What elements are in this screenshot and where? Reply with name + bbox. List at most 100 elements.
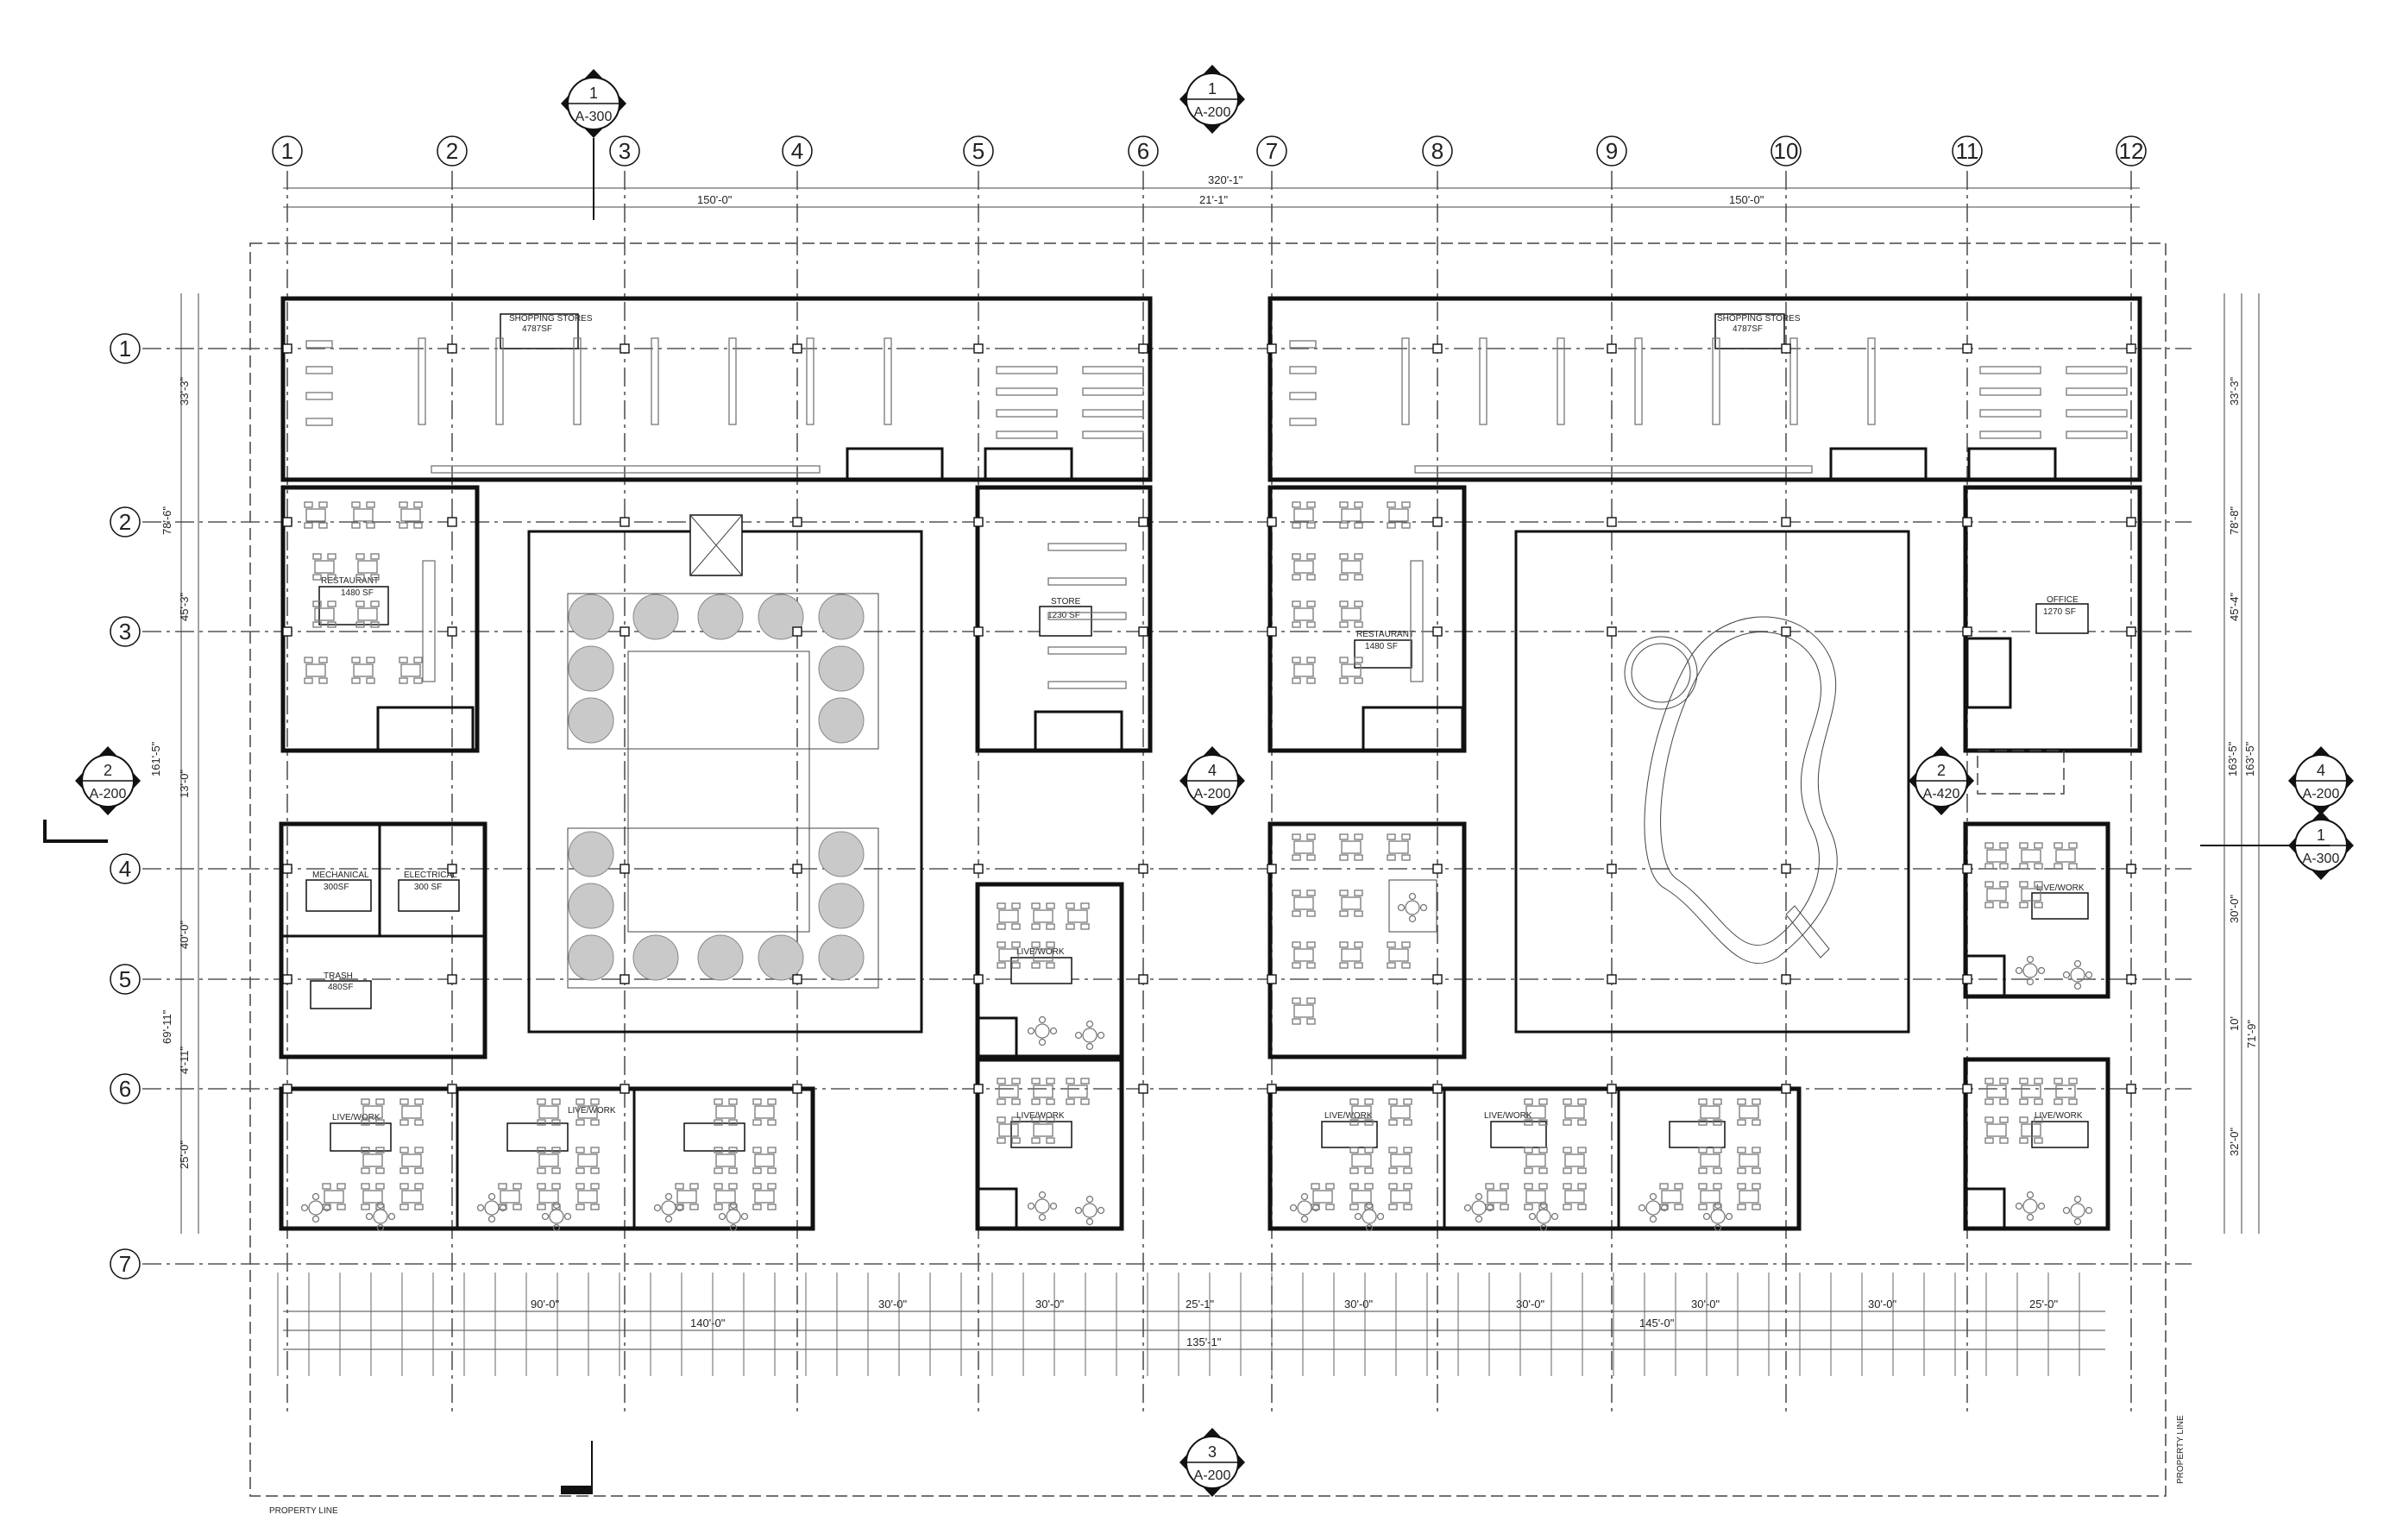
section-sheet: A-200	[90, 787, 127, 801]
left-dimensions: 33'-3" 78'-6" 45'-3" 161'-5" 13'-0" 40'-…	[149, 293, 199, 1234]
dim-bottom-left-total: 140'-0"	[690, 1317, 726, 1329]
shelf-unit	[1979, 366, 2041, 374]
shelf-unit	[728, 337, 737, 425]
structural-column	[1267, 626, 1277, 637]
chair-icon	[312, 553, 322, 560]
chair-icon	[1550, 1212, 1559, 1221]
grid-label-col-6: 6	[1137, 138, 1149, 164]
section-sheet: A-200	[1194, 1468, 1231, 1483]
chair-icon	[2015, 1202, 2023, 1210]
chair-icon	[375, 1098, 385, 1105]
chair-icon	[370, 574, 380, 581]
tree-icon	[818, 697, 865, 744]
property-line-label-right: PROPERTY LINE	[2176, 1415, 2186, 1484]
chair-icon	[322, 1183, 331, 1190]
shelf-unit	[996, 431, 1058, 439]
shelf-unit	[1557, 337, 1565, 425]
chair-icon	[1306, 574, 1316, 581]
livework-right-row: LIVE/WORK LIVE/WORK LIVE/WORK	[1267, 1057, 2110, 1231]
chair-icon	[2068, 1098, 2078, 1105]
shelf-unit	[1979, 431, 2041, 439]
structural-column	[973, 864, 984, 874]
chair-icon	[537, 1098, 546, 1105]
chair-icon	[1403, 1098, 1412, 1105]
chair-icon	[1401, 941, 1411, 948]
table-icon	[305, 508, 326, 522]
chair-icon	[1306, 657, 1316, 663]
round-table-icon	[549, 1209, 564, 1224]
chair-icon	[1713, 1147, 1722, 1153]
chair-icon	[318, 657, 328, 663]
table-icon	[1293, 948, 1314, 962]
chair-icon	[1752, 1147, 1761, 1153]
chair-icon	[498, 1183, 507, 1190]
structural-column	[1432, 517, 1443, 527]
chair-icon	[311, 1215, 320, 1223]
office-sf: 1270 SF	[2043, 607, 2076, 617]
chair-icon	[361, 1098, 370, 1105]
chair-icon	[1031, 1078, 1041, 1084]
chair-icon	[2034, 881, 2043, 888]
structural-column	[620, 517, 630, 527]
courtyard-right	[1514, 530, 1910, 1034]
shelf-unit	[305, 340, 333, 349]
shelf-unit	[996, 387, 1058, 396]
table-icon	[1033, 1123, 1053, 1137]
restaurant-left: RESTAURANT 1480 SF	[280, 485, 480, 753]
table-icon	[1341, 896, 1362, 910]
chair-icon	[1403, 1167, 1412, 1174]
chair-icon	[752, 1119, 762, 1126]
chair-icon	[1364, 1183, 1374, 1190]
chair-icon	[1306, 1018, 1316, 1025]
table-icon	[314, 560, 335, 574]
dim-bottom-6: 30'-0"	[1691, 1298, 1720, 1311]
table-icon	[400, 508, 421, 522]
table-icon	[715, 1153, 736, 1167]
shelf-unit	[1712, 337, 1720, 425]
chair-icon	[1698, 1147, 1708, 1153]
chair-icon	[1365, 1201, 1374, 1210]
chair-icon	[1725, 1212, 1733, 1221]
tree-icon	[568, 934, 614, 981]
chair-icon	[1698, 1098, 1708, 1105]
table-icon	[538, 1153, 559, 1167]
chair-icon	[1031, 1137, 1041, 1144]
table-icon	[577, 1105, 598, 1119]
structural-column	[1962, 974, 1972, 984]
chair-icon	[537, 1183, 546, 1190]
chair-icon	[1713, 1183, 1722, 1190]
table-icon	[1312, 1190, 1333, 1204]
structural-column	[2126, 974, 2136, 984]
chair-icon	[676, 1204, 684, 1212]
table-icon	[2021, 849, 2041, 863]
chair-icon	[537, 1167, 546, 1174]
structural-column	[1962, 626, 1972, 637]
chair-icon	[1306, 962, 1316, 969]
grid-bubble-row-5	[110, 964, 141, 995]
chair-icon	[2054, 1078, 2063, 1084]
chair-icon	[370, 553, 380, 560]
table-icon	[1067, 1084, 1088, 1098]
chair-icon	[1999, 1098, 2009, 1105]
chair-icon	[1292, 889, 1301, 896]
grid-label-col-12: 12	[2119, 138, 2144, 164]
chair-icon	[752, 1183, 762, 1190]
chair-icon	[590, 1098, 600, 1105]
chair-icon	[1027, 1027, 1035, 1035]
shelf-unit	[2066, 431, 2128, 439]
chair-icon	[1984, 863, 1994, 870]
structural-column	[1962, 343, 1972, 354]
chair-icon	[1524, 1183, 1533, 1190]
chair-icon	[2019, 902, 2028, 908]
chair-icon	[2085, 1206, 2093, 1215]
chair-icon	[1306, 889, 1316, 896]
table-icon	[1033, 1084, 1053, 1098]
table-icon	[1390, 1190, 1411, 1204]
table-icon	[1700, 1153, 1720, 1167]
chair-icon	[414, 1183, 424, 1190]
tree-icon	[758, 594, 804, 640]
section-marker-s-top-a200: 1A-200	[1179, 65, 1245, 134]
chair-icon	[1984, 1098, 1994, 1105]
livework-right-1-label: LIVE/WORK	[2036, 883, 2085, 893]
chair-icon	[1080, 1078, 1090, 1084]
